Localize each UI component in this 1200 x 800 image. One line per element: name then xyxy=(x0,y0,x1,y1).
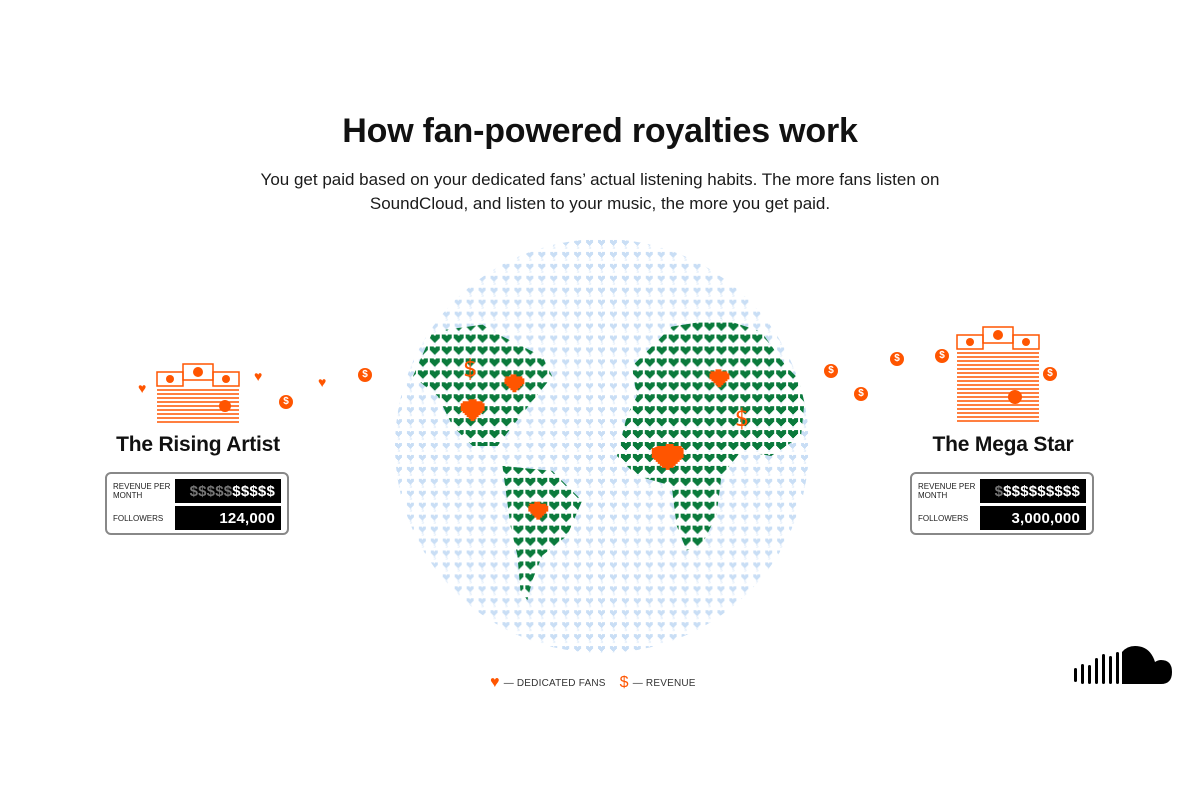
legend-revenue-label: — REVENUE xyxy=(632,677,696,689)
heart-icon: ♥ xyxy=(490,674,500,691)
followers-label: FOLLOWERS xyxy=(113,513,164,523)
world-map-globe: $ $ $ xyxy=(394,238,810,654)
rising-artist-name: The Rising Artist xyxy=(116,433,280,456)
money-stack-icon xyxy=(956,326,1040,422)
mega-star-name: The Mega Star xyxy=(932,433,1074,456)
dollar-coin-icon: $ xyxy=(890,352,904,366)
dollar-coin-icon: $ xyxy=(279,395,293,409)
mega-star-section: The Mega Star xyxy=(905,433,1101,457)
rising-artist-stats: REVENUE PER MONTH $$$$$$$$$$ FOLLOWERS 1… xyxy=(105,472,289,535)
legend: ♥ — DEDICATED FANS $ — REVENUE xyxy=(490,674,700,692)
legend-fans-label: — DEDICATED FANS xyxy=(503,677,606,689)
revenue-value: $$$$$$$$$$ xyxy=(175,479,281,503)
followers-value: 124,000 xyxy=(175,506,281,530)
followers-value: 3,000,000 xyxy=(980,506,1086,530)
dollar-icon: $ xyxy=(619,674,629,691)
dollar-coin-icon: $ xyxy=(824,364,838,378)
mega-star-stats: REVENUE PER MONTH $$$$$$$$$$ FOLLOWERS 3… xyxy=(910,472,1094,535)
page-title: How fan-powered royalties work xyxy=(342,112,858,150)
dollar-coin-icon: $ xyxy=(854,387,868,401)
revenue-label: REVENUE PER MONTH xyxy=(918,482,976,500)
heart-icon: ♥ xyxy=(138,380,147,396)
fan-markers: $ $ xyxy=(460,354,749,520)
heart-icon: ♥ xyxy=(254,368,263,384)
svg-text:$: $ xyxy=(734,404,748,432)
heart-icon: ♥ xyxy=(318,374,327,390)
soundcloud-logo-icon xyxy=(1074,646,1172,684)
dollar-coin-icon: $ xyxy=(935,349,949,363)
dollar-coin-icon: $ xyxy=(1043,367,1057,381)
money-stack-icon xyxy=(156,363,240,423)
followers-label: FOLLOWERS xyxy=(918,513,969,523)
rising-artist-section: The Rising Artist xyxy=(100,433,296,457)
revenue-value: $$$$$$$$$$ xyxy=(980,479,1086,503)
dollar-coin-icon: $ xyxy=(358,368,372,382)
svg-text:$: $ xyxy=(463,354,477,382)
revenue-label: REVENUE PER MONTH xyxy=(113,482,171,500)
page-subtitle: You get paid based on your dedicated fan… xyxy=(260,170,940,213)
